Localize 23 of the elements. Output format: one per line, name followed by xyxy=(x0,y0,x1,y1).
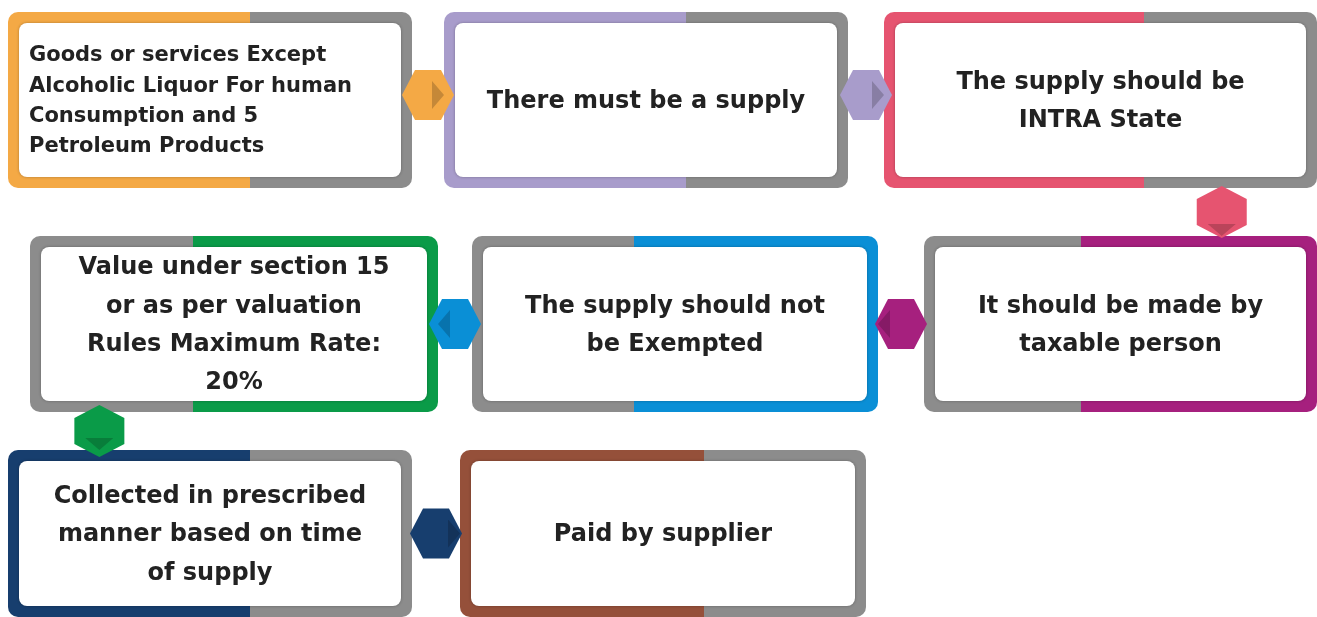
connector-arrow xyxy=(875,299,927,349)
connector-arrow xyxy=(402,70,454,120)
step-text: There must be a supply xyxy=(486,84,806,116)
connector-arrow xyxy=(1196,186,1247,238)
process-box xyxy=(8,450,412,617)
process-box xyxy=(472,236,878,412)
connector-arrow xyxy=(840,70,892,120)
step-text: The supply should be INTRA State xyxy=(955,65,1246,135)
process-box xyxy=(884,12,1317,188)
connector-arrow xyxy=(429,299,481,349)
process-box xyxy=(460,450,866,617)
connector-arrow xyxy=(410,508,462,559)
step-text: The supply should not be Exempted xyxy=(524,289,826,359)
step-text: Value under section 15 or as per valuation Rules Maximum Rate: 20% xyxy=(77,251,391,398)
step-text: It should be made by taxable person xyxy=(976,289,1265,359)
process-box xyxy=(924,236,1317,412)
step-text: Collected in prescribed manner based on time of supply xyxy=(52,479,368,588)
step-text: Paid by supplier xyxy=(553,518,773,550)
step-text: Goods or services Except Alcoholic Liquor For human Consumption and 5 Petroleum Products xyxy=(29,41,353,160)
process-box xyxy=(30,236,438,412)
connector-arrow xyxy=(74,405,125,457)
process-box xyxy=(444,12,848,188)
process-box xyxy=(8,12,412,188)
